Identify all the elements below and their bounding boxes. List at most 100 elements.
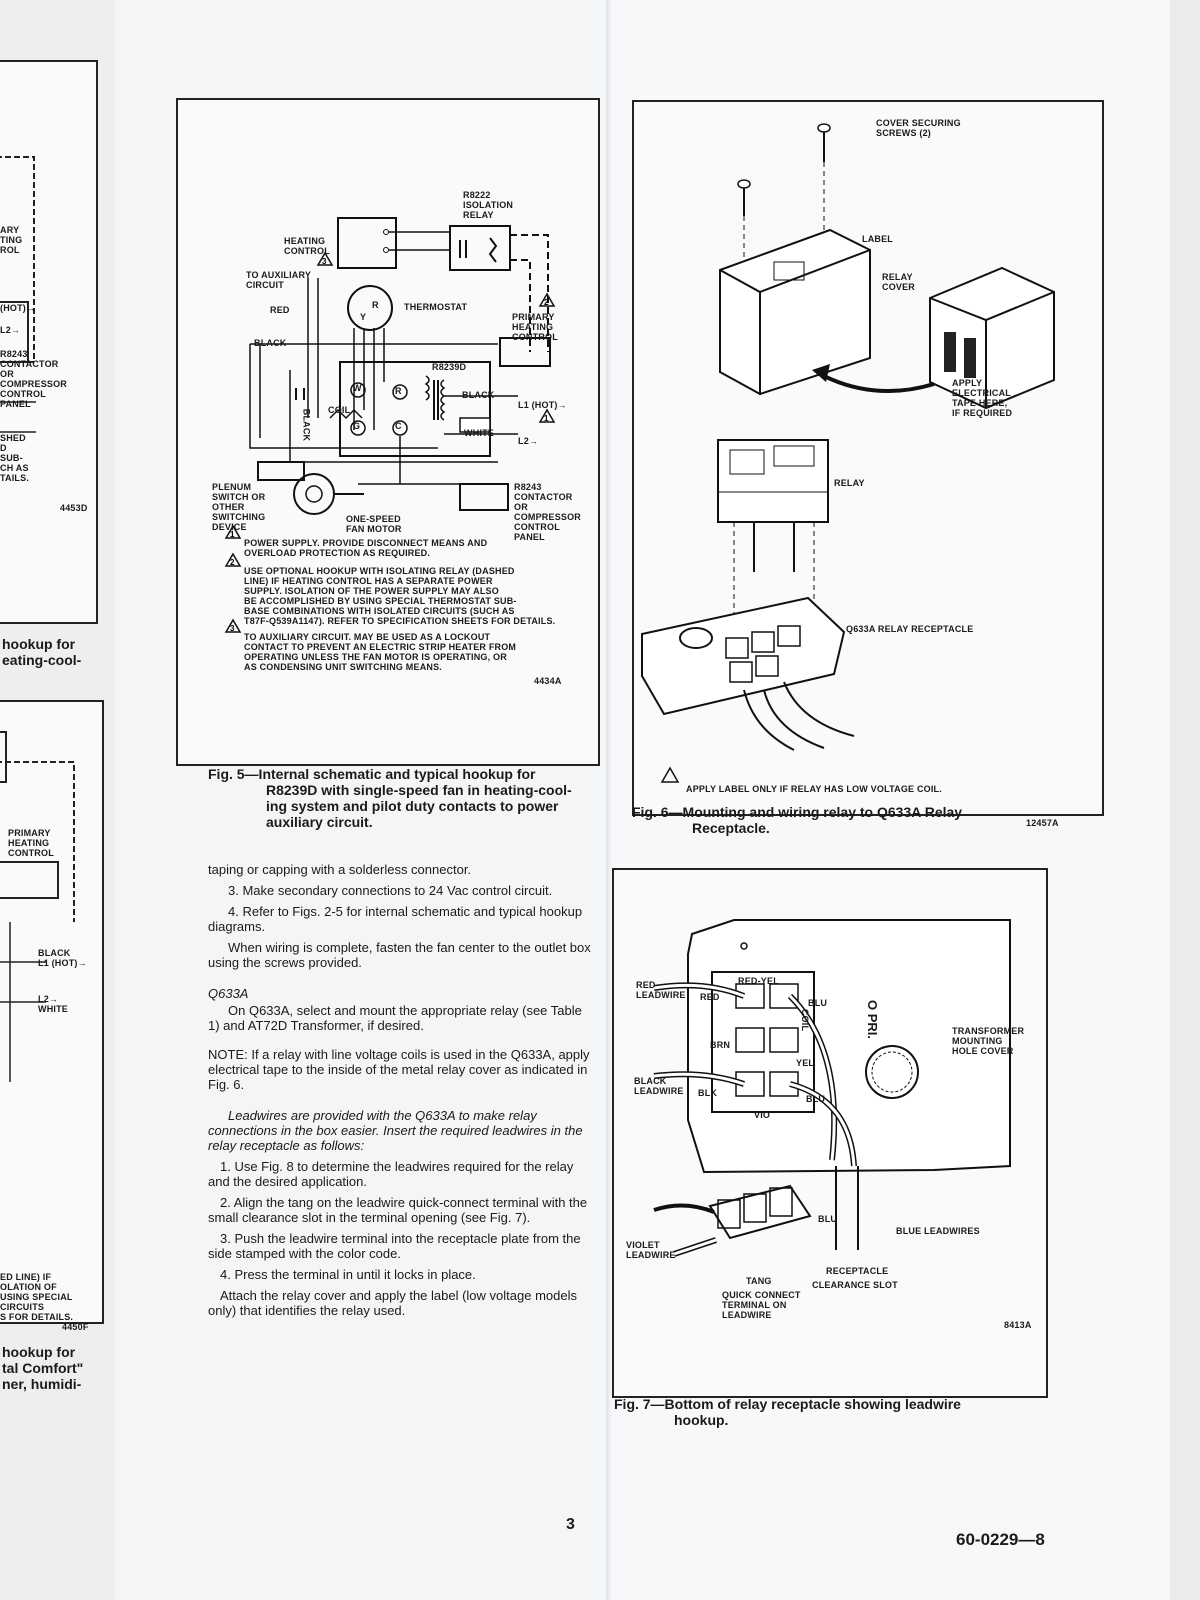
label-line: VIOLET (626, 1240, 660, 1250)
label-line: LEADWIRE (636, 990, 686, 1000)
label-line: TAPE HERE, (952, 398, 1008, 408)
label-line: LEADWIRE (626, 1250, 676, 1260)
note-line: SUPPLY. ISOLATION OF THE POWER SUPPLY MA… (244, 586, 499, 596)
label-line: ONE-SPEED (346, 514, 401, 524)
fig7-red-yel-label: RED-YEL (738, 976, 779, 986)
label-line: COVER (882, 282, 916, 292)
fig7-drawing (653, 919, 1011, 1257)
left-code: 4450F (62, 1322, 89, 1332)
left-label: BLACK (38, 948, 71, 958)
note-line: LINE) IF HEATING CONTROL HAS A SEPARATE … (244, 576, 493, 586)
section-heading: Q633A (208, 986, 249, 1001)
caption-line: hookup for (2, 1344, 76, 1360)
note-line: AS CONDENSING UNIT SWITCHING MEANS. (244, 662, 443, 672)
fig7-pri-label: O PRI. (865, 1000, 880, 1040)
left-figure-top (0, 60, 98, 624)
fig5-aux-label: TO AUXILIARY CIRCUIT (246, 270, 311, 290)
fig5-l2-label: L2→ (518, 436, 539, 446)
left-label: R8243 (0, 349, 28, 359)
label-line: ELECTRICAL (952, 388, 1011, 398)
left-label: (HOT)→ (0, 303, 36, 313)
fig5-heating-control-label: HEATING CONTROL (284, 236, 330, 256)
label-line: HEATING (284, 236, 326, 246)
fig7-blu-top-label: BLU (808, 998, 828, 1008)
label-line: CONTROL (512, 332, 558, 342)
label-line: PANEL (514, 532, 545, 542)
fig5-note-3: TO AUXILIARY CIRCUIT. MAY BE USED AS A L… (244, 632, 584, 672)
caption-line: auxiliary circuit. (266, 814, 373, 830)
fig7-black-leadwire-label: BLACK LEADWIRE (634, 1076, 684, 1096)
note-line: USE OPTIONAL HOOKUP WITH ISOLATING RELAY… (244, 566, 515, 576)
fig5-red-label: RED (270, 305, 290, 315)
fig5-r8239d-label: R8239D (432, 362, 467, 372)
triangle-number: 3 (322, 257, 327, 266)
left-figure-bottom (0, 700, 104, 1324)
fig5-black-vertical-label: BLACK (301, 408, 312, 442)
left-label: COMPRESSOR (0, 379, 68, 389)
fig7-caption: Fig. 7—Bottom of relay receptacle showin… (614, 1396, 1094, 1428)
fig5-l1-label: L1 (HOT)→ (518, 400, 567, 410)
fig5-schematic: 3 2 1 1 2 3 (224, 217, 556, 633)
caption-line: Receptacle. (692, 820, 770, 836)
left-label: L1 (HOT)→ (38, 958, 87, 968)
label-line: APPLY (952, 378, 983, 388)
fig6-receptacle-label: Q633A RELAY RECEPTACLE (846, 624, 974, 634)
left-label: OR (0, 369, 14, 379)
label-line: SWITCHING (212, 512, 266, 522)
caption-line: Fig. 5—Internal schematic and typical ho… (208, 766, 536, 782)
fig5-primary-label: PRIMARY HEATING CONTROL (512, 312, 558, 342)
label-line: QUICK CONNECT (722, 1290, 801, 1300)
left-label: SHED (0, 433, 26, 443)
caption-line: hookup for (2, 636, 76, 652)
label-line: SWITCH OR (212, 492, 266, 502)
label-line: CONTROL (284, 246, 330, 256)
paragraph: 4. Refer to Figs. 2-5 for internal schem… (208, 904, 583, 934)
left-note: CIRCUITS (0, 1302, 45, 1312)
fig5-isolation-label: R8222 ISOLATION RELAY (463, 190, 513, 220)
label-line: COMPRESSOR (514, 512, 582, 522)
fig5-box: 3 2 1 1 2 3 (176, 98, 600, 766)
left-label: CH AS (0, 463, 29, 473)
label-line: RED (636, 980, 656, 990)
note-paragraph: NOTE: If a relay with line voltage coils… (208, 1047, 590, 1092)
left-notes-2: ED LINE) IF OLATION OF USING SPECIAL CIR… (0, 1272, 100, 1332)
fig6-screws-label: COVER SECURING SCREWS (2) (876, 118, 961, 138)
left-caption-1: hookup for eating-cool- (2, 636, 112, 668)
left-label: PRIMARY (8, 828, 51, 838)
label-line: COVER SECURING (876, 118, 961, 128)
label-line: IF REQUIRED (952, 408, 1013, 418)
left-note: ED LINE) IF (0, 1272, 52, 1282)
terminal-r-top: R (372, 300, 379, 310)
note-line: POWER SUPPLY. PROVIDE DISCONNECT MEANS A… (244, 538, 488, 548)
terminal-g: G (353, 421, 361, 431)
label-line: SCREWS (2) (876, 128, 932, 138)
note-line: OVERLOAD PROTECTION AS REQUIRED. (244, 548, 431, 558)
fig7-clearance-label: CLEARANCE SLOT (812, 1280, 898, 1290)
left-label: D (0, 443, 7, 453)
instructions-text: taping or capping with a solderless conn… (208, 862, 594, 1324)
page-number: 3 (566, 1516, 575, 1533)
fig5-white-label: WHITE (464, 428, 494, 438)
fig6-box (632, 100, 1104, 816)
label-line: TRANSFORMER (952, 1026, 1025, 1036)
paragraph: On Q633A, select and mount the appropria… (208, 1003, 582, 1033)
document-number: 60-0229—8 (956, 1530, 1045, 1549)
terminal-c: C (395, 421, 402, 431)
step: 3. Push the leadwire terminal into the r… (208, 1231, 581, 1261)
label-line: R8222 (463, 190, 491, 200)
left-label: L2→ (38, 994, 59, 1004)
fig5-black-label: BLACK (254, 338, 287, 348)
fig7-blu-mid-label: BLU (806, 1094, 826, 1104)
page-fold (606, 0, 612, 1600)
note-line: TO AUXILIARY CIRCUIT. MAY BE USED AS A L… (244, 632, 491, 642)
fig7-box (612, 868, 1048, 1398)
fig5-black-line-label: BLACK (462, 390, 495, 400)
fig6-drawing (641, 123, 1055, 783)
fig5-plenum-label: PLENUM SWITCH OR OTHER SWITCHING DEVICE (212, 482, 265, 532)
fig7-coil-label: COIL (800, 1008, 811, 1032)
label-line: PRIMARY (512, 312, 555, 322)
fig7-yel-label: YEL (796, 1058, 815, 1068)
left-label: SUB- (0, 453, 23, 463)
label-line: HOLE COVER (952, 1046, 1014, 1056)
paragraph: Leadwires are provided with the Q633A to… (208, 1108, 583, 1153)
